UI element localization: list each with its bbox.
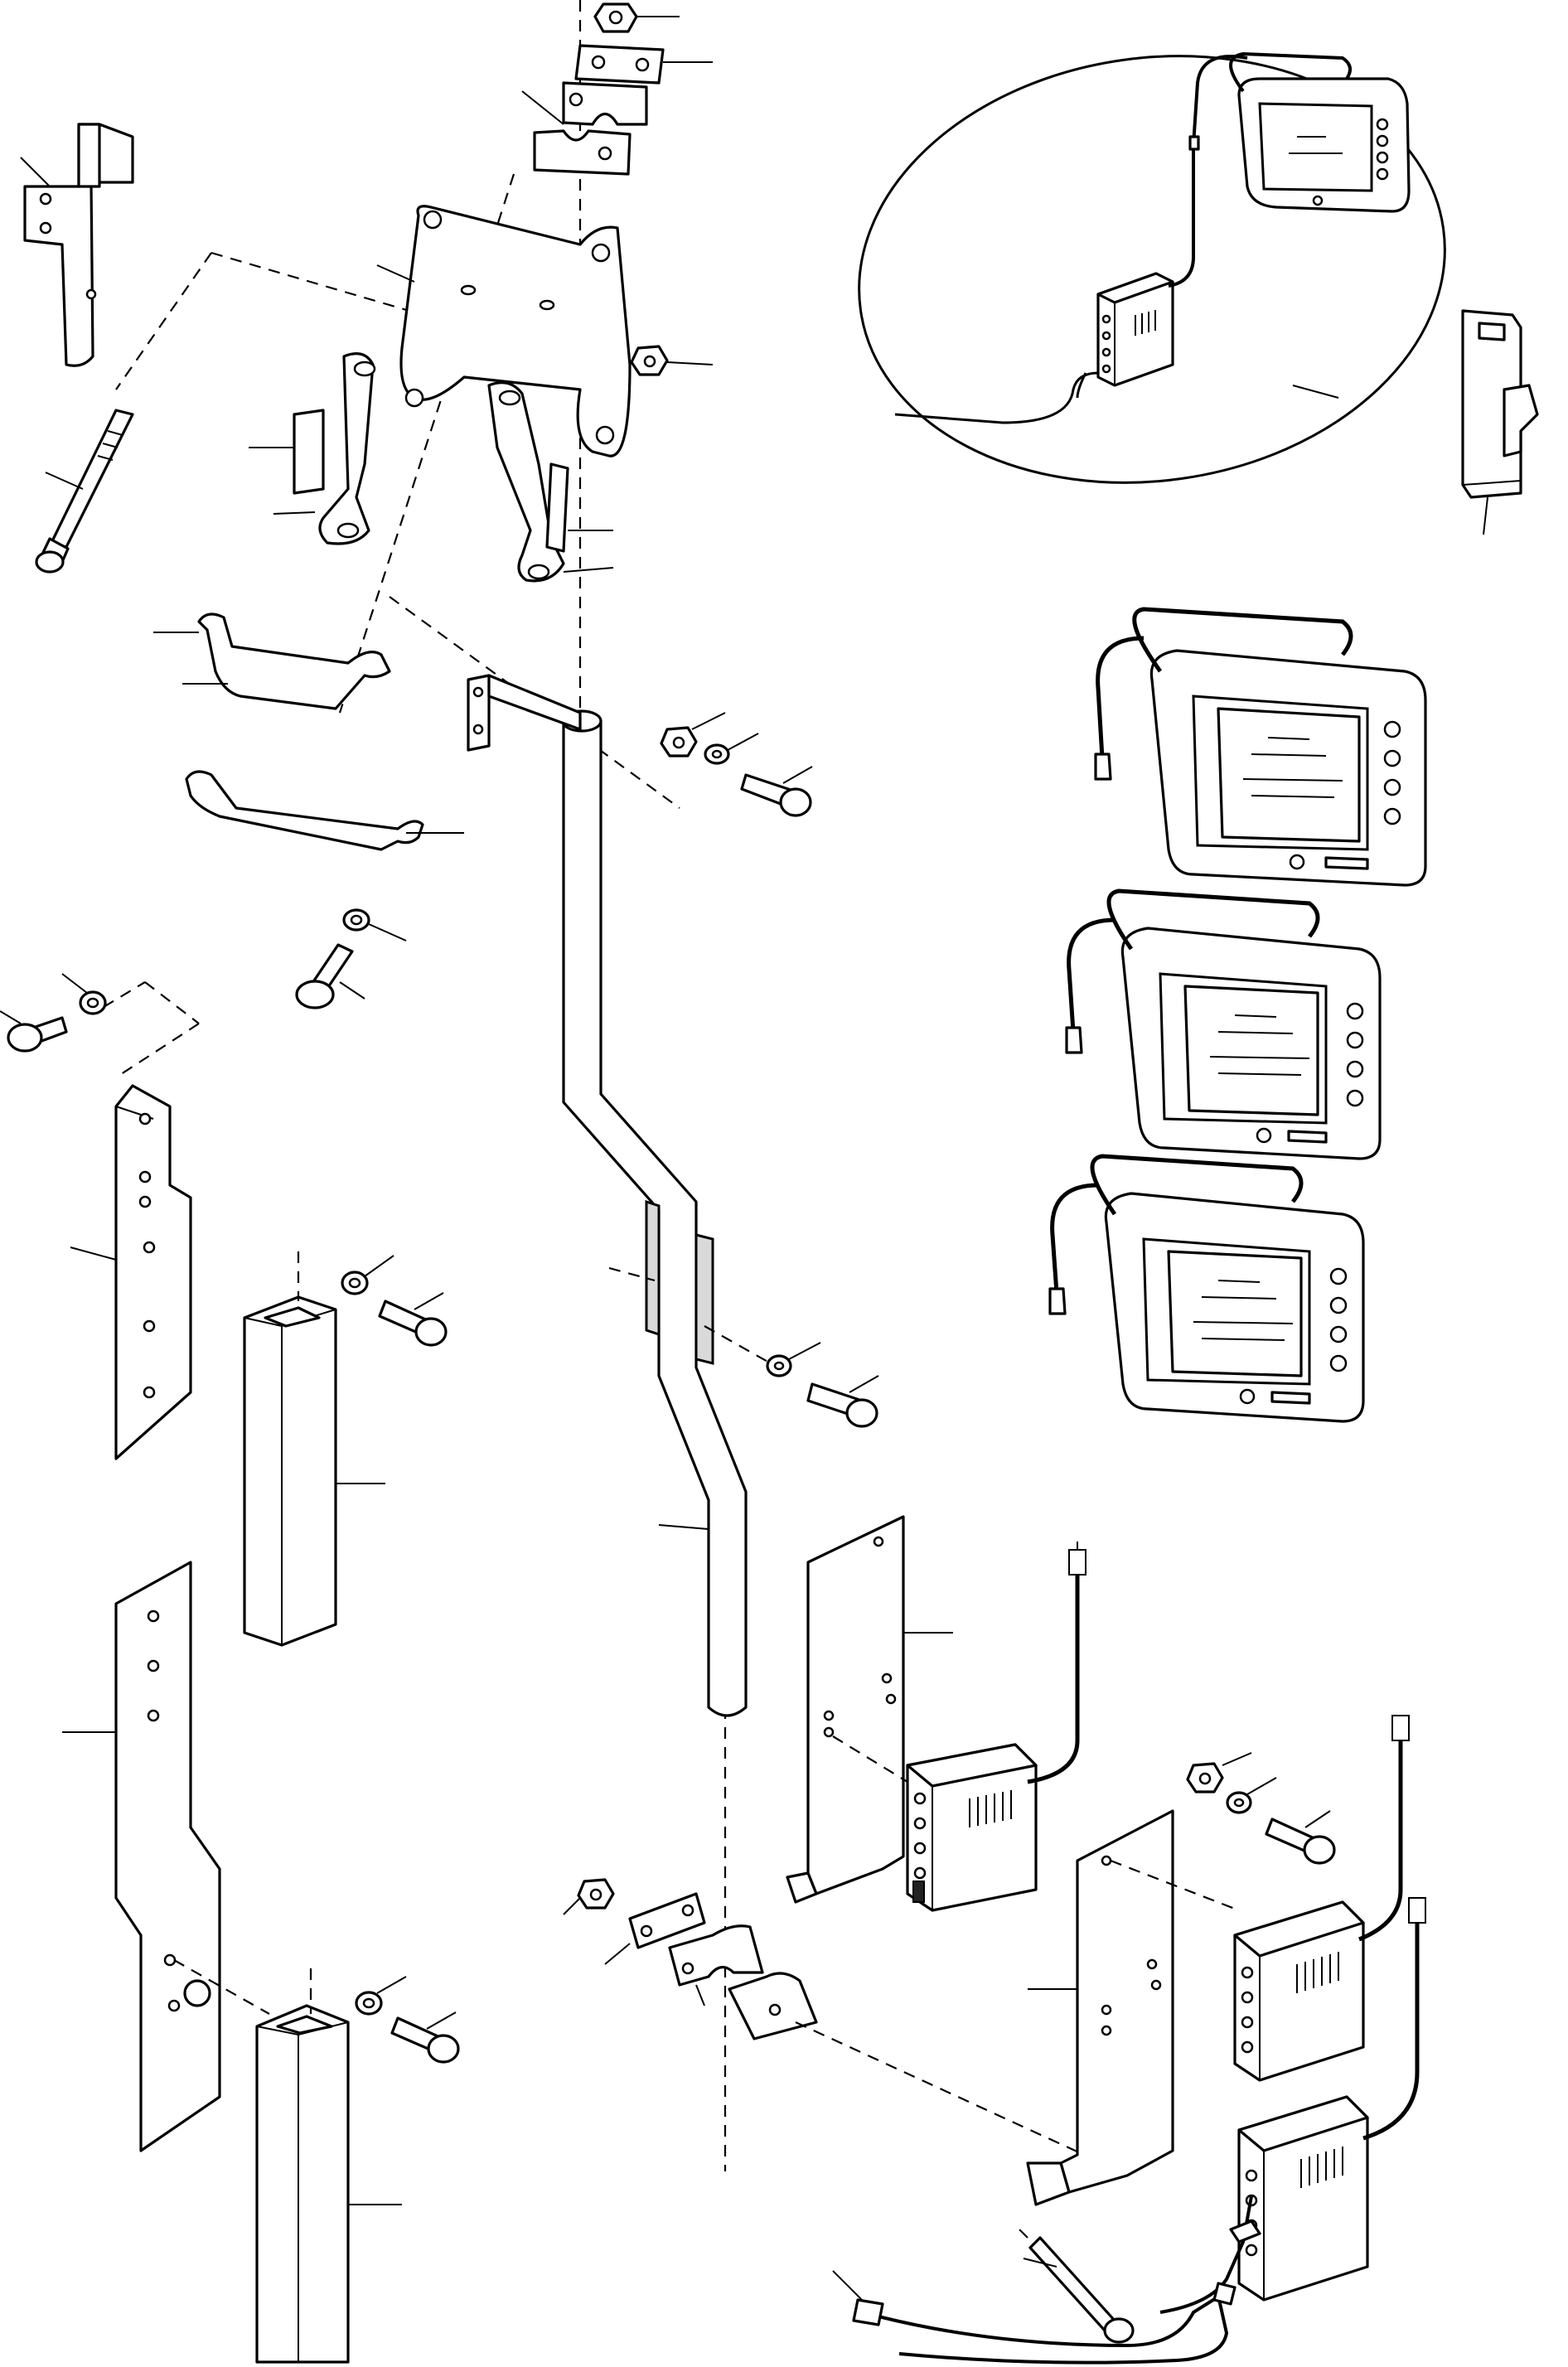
mount-plate-center <box>786 1515 953 1904</box>
hook-bracket-upper <box>153 612 391 710</box>
washer-tube <box>704 733 759 765</box>
tube-mount-bracket <box>467 674 582 752</box>
washer-left <box>61 973 107 1015</box>
kit-control-box <box>894 135 1200 424</box>
kit-monitor <box>1192 51 1411 213</box>
screw-post-upper <box>378 1292 448 1347</box>
tube-clip <box>608 1199 714 1365</box>
square-post-lower <box>255 1968 402 2364</box>
screw-post-lower <box>390 2011 460 2064</box>
hex-nut-bottom <box>563 1878 615 1915</box>
cable-harness <box>832 2195 1261 2365</box>
upright-bracket-top-left <box>20 123 134 367</box>
washer-tube-mid <box>766 1342 821 1377</box>
washer-post-lower <box>355 1976 407 2016</box>
clamp-block-bottom-left <box>668 1924 764 1987</box>
mount-plate-right <box>1026 1809 1240 2206</box>
monitor-3 <box>1048 1154 1365 1423</box>
hex-nut-top <box>593 2 680 33</box>
screw-left <box>0 981 200 1078</box>
mounting-bracket-plate <box>376 205 632 457</box>
vent-slots-3 <box>1300 2147 1343 2188</box>
small-bracket-right <box>487 381 614 583</box>
washer-right <box>1226 1777 1277 1814</box>
small-bracket-left <box>249 352 376 545</box>
flat-bracket-left-lower <box>62 1561 270 2152</box>
bottom-clamp-assembly <box>563 1878 1103 2164</box>
screw-tube-mid <box>704 1325 879 1428</box>
screw-tube <box>740 766 813 817</box>
hex-nut-right <box>1186 1752 1252 1793</box>
clamp-plate-bottom <box>604 1892 706 1965</box>
long-bolt <box>35 409 134 574</box>
washer-post-upper <box>341 1255 394 1295</box>
monitor-1 <box>1094 607 1427 887</box>
hook-bracket-lower <box>185 770 464 851</box>
hex-nut-tube <box>660 712 726 758</box>
circuit-breaker <box>1461 309 1539 535</box>
clamp-block-lower <box>521 90 632 176</box>
square-post-upper <box>243 1251 385 1647</box>
washer-mid-left <box>342 908 407 941</box>
vent-slots <box>969 1790 1012 1827</box>
flat-bracket-left-upper <box>70 1084 192 1460</box>
control-box-right-upper <box>1233 1715 1410 2082</box>
screw-right <box>1265 1810 1336 1865</box>
control-box-center <box>906 1542 1086 1912</box>
camera-kit-oval <box>858 51 1446 484</box>
clamp-block-upper <box>562 81 648 126</box>
screw-mid-left <box>295 943 365 1009</box>
clamp-plate-top <box>574 44 713 85</box>
clamp-block-bottom-right <box>728 1972 818 2040</box>
vent-slots-2 <box>1296 1952 1339 1993</box>
top-clamp-assembly <box>521 2 713 176</box>
monitor-2 <box>1065 888 1382 1160</box>
hex-nut-bracket <box>630 345 714 376</box>
long-bolt-bottom <box>1014 2224 1135 2344</box>
